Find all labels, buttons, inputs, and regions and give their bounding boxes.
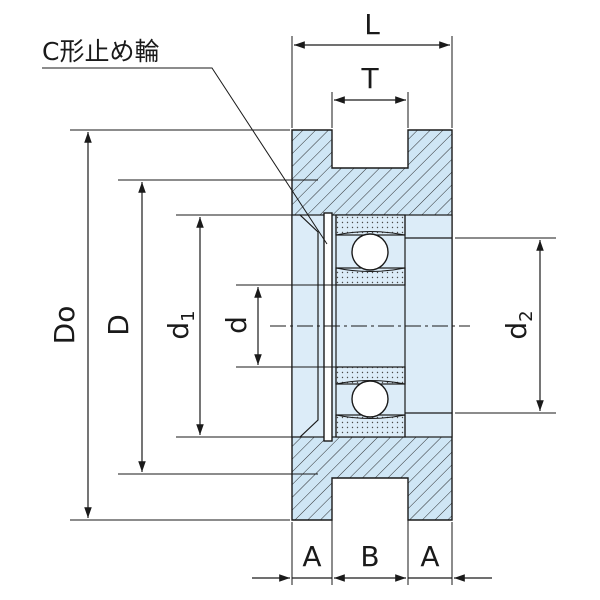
callout-label: C形止め輪 (42, 37, 159, 66)
bearing (335, 214, 406, 438)
label-B: B (360, 540, 379, 573)
label-d1: d1 (162, 310, 199, 339)
label-d2-base: d (500, 322, 533, 340)
label-A-right: A (420, 540, 439, 573)
dimension-lines (84, 41, 544, 582)
bearing-ball-top (351, 233, 389, 271)
label-T: T (360, 62, 379, 95)
label-D: D (102, 314, 135, 336)
label-d1-base: d (162, 322, 195, 340)
callout-leader (42, 67, 328, 245)
label-L: L (364, 8, 380, 41)
label-d1-sub: 1 (178, 310, 199, 321)
label-d: d (220, 316, 253, 334)
label-d2: d2 (500, 310, 537, 339)
pulley-body (291, 129, 453, 521)
label-A-left: A (302, 540, 321, 573)
label-d2-sub: 2 (516, 310, 537, 321)
c-retaining-ring (323, 212, 333, 442)
bearing-ball-bottom (351, 380, 389, 418)
label-Do: Do (48, 306, 81, 345)
extension-lines (70, 36, 556, 585)
